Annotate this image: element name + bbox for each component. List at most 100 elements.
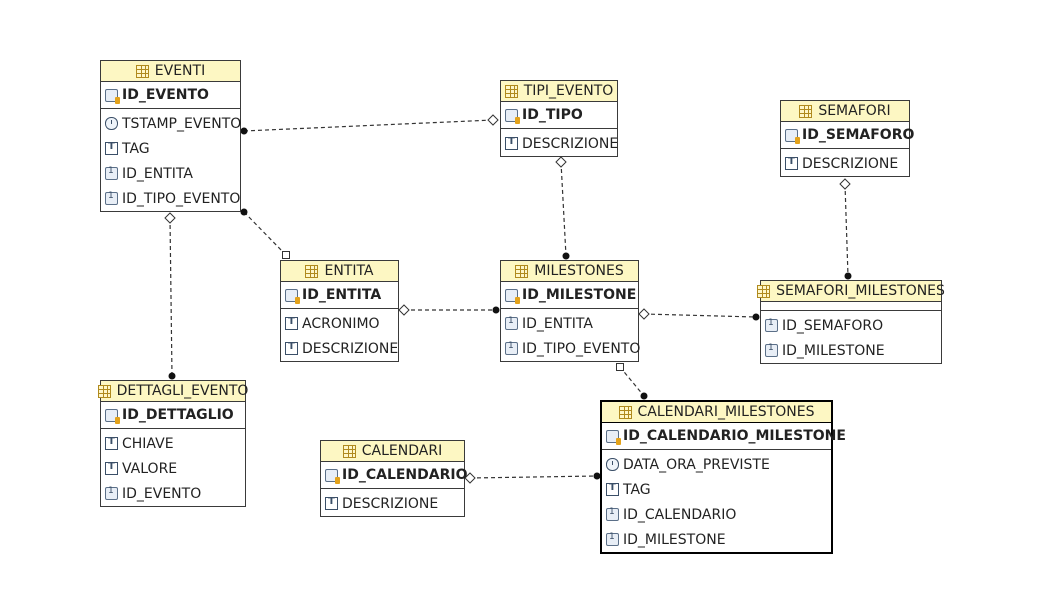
- table-header[interactable]: DETTAGLI_EVENTO: [97, 381, 248, 402]
- table-milestones[interactable]: MILESTONES ID_MILESTONE ID_ENTITA ID_TIPO_E…: [500, 260, 640, 362]
- text-column-icon: [606, 482, 619, 496]
- column-row[interactable]: ID_TIPO_EVENTO: [501, 336, 640, 361]
- column-row[interactable]: ACRONIMO: [281, 311, 398, 336]
- table-icon: [305, 264, 319, 278]
- primary-key-name: ID_ENTITA: [302, 287, 382, 303]
- column-row[interactable]: ID_MILESTONE: [602, 527, 831, 552]
- primary-key-row[interactable]: ID_TIPO: [501, 102, 617, 129]
- relationship-end-diamond: [464, 472, 476, 484]
- table-header[interactable]: SEMAFORI_MILESTONES: [757, 281, 945, 302]
- primary-key-row[interactable]: ID_MILESTONE: [501, 282, 638, 309]
- relationship-eventi-dettagli-evento[interactable]: [164, 212, 176, 380]
- relationship-end-dot: [240, 127, 248, 135]
- primary-key-row[interactable]: ID_EVENTO: [101, 82, 240, 109]
- text-column-icon: [285, 316, 298, 330]
- column-row[interactable]: DESCRIZIONE: [781, 151, 909, 176]
- foreign-key-column-icon: [606, 532, 619, 546]
- relationship-eventi-tipi-evento[interactable]: [240, 114, 499, 135]
- column-list: ACRONIMO DESCRIZIONE: [281, 309, 398, 361]
- column-row[interactable]: ID_ENTITA: [101, 161, 240, 186]
- column-row[interactable]: DESCRIZIONE: [281, 336, 398, 361]
- column-row[interactable]: CHIAVE: [101, 431, 245, 456]
- column-row[interactable]: ID_MILESTONE: [761, 338, 941, 363]
- column-row[interactable]: TSTAMP_EVENTO: [101, 111, 241, 136]
- column-name: DESCRIZIONE: [302, 340, 399, 357]
- table-header[interactable]: ENTITA: [281, 261, 398, 282]
- column-name: ID_EVENTO: [122, 485, 202, 502]
- relationship-end-diamond: [555, 156, 567, 168]
- text-column-icon: [325, 496, 338, 510]
- column-name: ID_MILESTONE: [623, 531, 726, 548]
- column-name: CHIAVE: [122, 435, 174, 452]
- relationship-semafori-semafori-milestones[interactable]: [839, 178, 852, 280]
- relationship-end-dot: [562, 252, 570, 260]
- relationship-tipi-evento-milestones[interactable]: [555, 156, 570, 260]
- primary-key-row[interactable]: ID_SEMAFORO: [781, 122, 914, 149]
- relationship-milestones-semafori-milestones[interactable]: [638, 308, 760, 321]
- column-name: ID_SEMAFORO: [782, 317, 884, 334]
- primary-key-row[interactable]: ID_DETTAGLIO: [101, 402, 245, 429]
- table-semafori-milestones[interactable]: SEMAFORI_MILESTONES ID_SEMAFORO ID_MILESTO…: [757, 280, 945, 364]
- column-row[interactable]: ID_ENTITA: [501, 311, 638, 336]
- table-header[interactable]: CALENDARI: [321, 441, 464, 462]
- table-name: SEMAFORI_MILESTONES: [776, 283, 945, 299]
- primary-key-icon: [505, 108, 520, 124]
- table-name: MILESTONES: [534, 263, 624, 279]
- column-row[interactable]: ID_TIPO_EVENTO: [101, 186, 240, 211]
- column-list: CHIAVE VALORE ID_EVENTO: [101, 429, 245, 506]
- relationship-end-square: [616, 363, 624, 371]
- table-entita[interactable]: ENTITA ID_ENTITA ACRONIMO DESCRIZIONE: [280, 260, 399, 362]
- column-name: ID_CALENDARIO: [623, 506, 737, 523]
- relationship-entita-milestones[interactable]: [398, 304, 500, 316]
- relationship-calendari-calendari-milestones[interactable]: [464, 472, 601, 484]
- relationship-end-dot: [640, 392, 648, 400]
- column-row[interactable]: DESCRIZIONE: [321, 491, 464, 516]
- table-name: CALENDARI_MILESTONES: [637, 404, 815, 420]
- column-row[interactable]: ID_SEMAFORO: [761, 313, 941, 338]
- primary-key-row[interactable]: ID_ENTITA: [281, 282, 398, 309]
- relationship-end-dot: [168, 372, 176, 380]
- table-header[interactable]: EVENTI: [101, 61, 240, 82]
- column-row[interactable]: VALORE: [101, 456, 245, 481]
- relationship-end-dot: [844, 272, 852, 280]
- column-name: TAG: [623, 481, 651, 498]
- column-row[interactable]: TAG: [101, 136, 240, 161]
- column-row[interactable]: DESCRIZIONE: [501, 131, 618, 156]
- column-row[interactable]: DATA_ORA_PREVISTE: [602, 452, 831, 477]
- primary-key-row[interactable]: ID_CALENDARIO_MILESTONE: [602, 423, 846, 450]
- primary-key-icon: [285, 288, 300, 304]
- relationship-end-dot: [492, 306, 500, 314]
- primary-key-icon: [505, 288, 520, 304]
- column-name: ID_ENTITA: [122, 165, 193, 182]
- primary-key-row[interactable]: ID_CALENDARIO: [321, 462, 468, 489]
- foreign-key-column-icon: [105, 191, 118, 205]
- table-icon: [504, 84, 518, 98]
- primary-key-icon: [105, 88, 120, 104]
- column-row[interactable]: TAG: [602, 477, 831, 502]
- primary-key-name: ID_CALENDARIO: [342, 467, 468, 483]
- table-calendari[interactable]: CALENDARI ID_CALENDARIO DESCRIZIONE: [320, 440, 468, 517]
- foreign-key-column-icon: [105, 166, 118, 180]
- relationship-end-dot: [752, 313, 760, 321]
- table-name: CALENDARI: [361, 443, 443, 459]
- table-header[interactable]: SEMAFORI: [781, 101, 909, 122]
- table-header[interactable]: CALENDARI_MILESTONES: [602, 402, 831, 423]
- column-row[interactable]: ID_CALENDARIO: [602, 502, 831, 527]
- column-row[interactable]: ID_EVENTO: [101, 481, 245, 506]
- relationship-milestones-calendari-milestones[interactable]: [616, 363, 648, 400]
- text-column-icon: [105, 141, 118, 155]
- relationship-end-diamond: [638, 308, 650, 320]
- table-header[interactable]: TIPI_EVENTO: [501, 81, 617, 102]
- table-calendari-milestones[interactable]: CALENDARI_MILESTONES ID_CALENDARIO_MILEST…: [600, 400, 846, 554]
- relationship-eventi-entita[interactable]: [240, 208, 290, 259]
- primary-key-name: ID_MILESTONE: [522, 287, 637, 303]
- primary-key-row[interactable]: [761, 302, 941, 311]
- table-header[interactable]: MILESTONES: [501, 261, 638, 282]
- column-name: ID_ENTITA: [522, 315, 593, 332]
- column-name: DESCRIZIONE: [342, 495, 439, 512]
